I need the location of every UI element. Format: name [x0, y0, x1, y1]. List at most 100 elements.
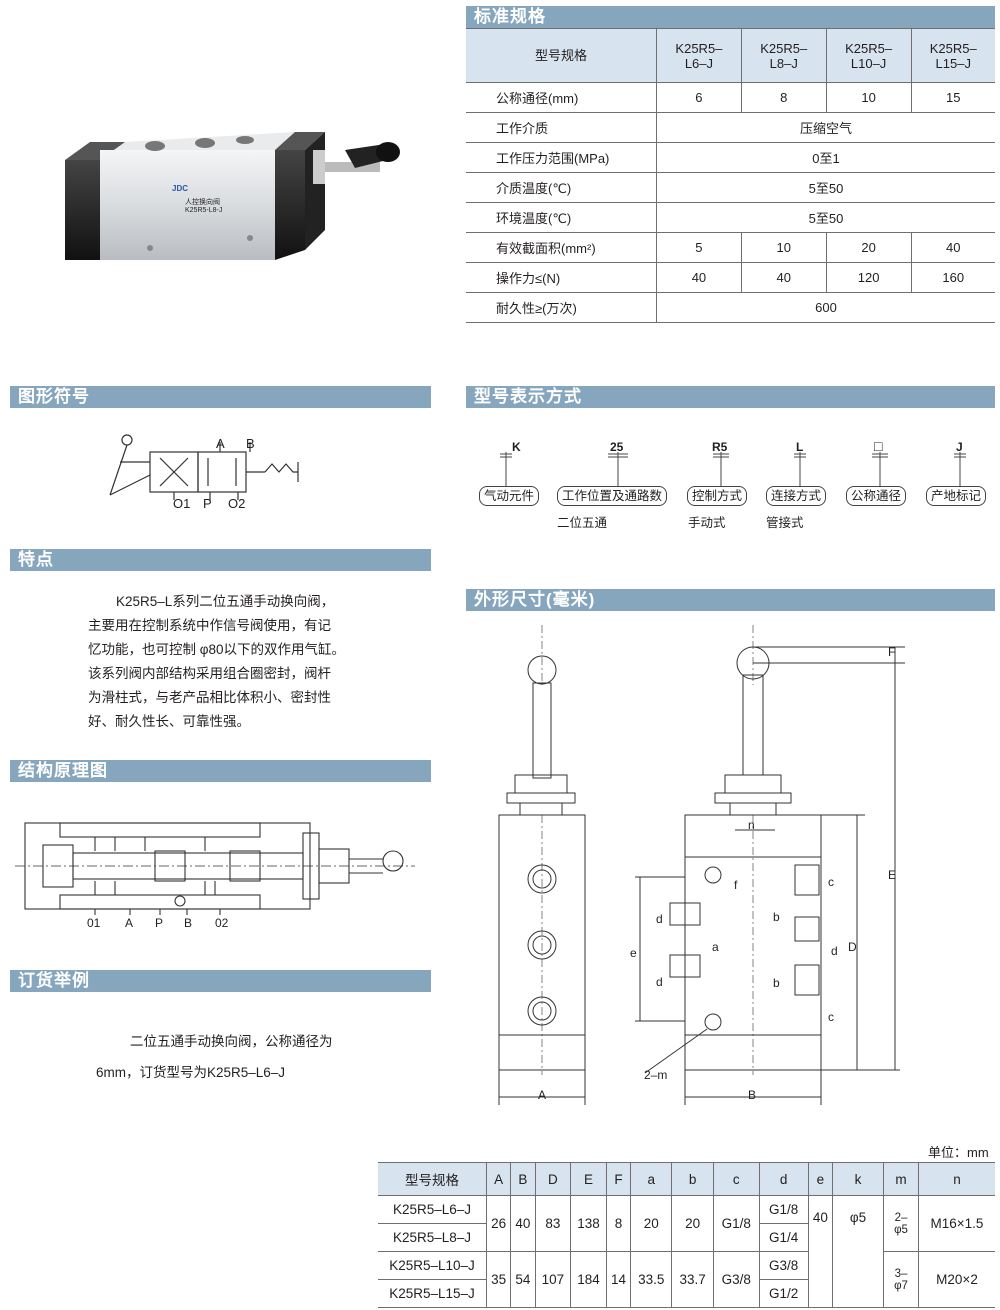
dim-cell: 83	[534, 1195, 572, 1252]
dim-cell: 40	[510, 1195, 536, 1252]
spec-cell: 40	[740, 262, 827, 293]
dim-cell: G3/8	[712, 1251, 760, 1308]
dimension-drawing	[498, 625, 905, 1105]
dim-cell: 184	[570, 1251, 607, 1308]
dim-header-cell: m	[883, 1162, 919, 1196]
model-code-letter: □	[874, 438, 883, 454]
spec-cell: 10	[740, 232, 827, 263]
product-name: 人控换向阀	[185, 199, 220, 206]
features-paragraph: K25R5–L系列二位五通手动换向阀， 主要用在控制系统中作信号阀使用，有记 忆…	[88, 590, 428, 734]
model-code-box: 气动元件	[479, 486, 540, 506]
dim-model-cell: K25R5–L8–J	[378, 1223, 487, 1252]
dim-cell: 2– φ5	[883, 1195, 919, 1252]
model-code-box: 工作位置及通路数	[557, 486, 668, 506]
spec-row-label: 有效截面积(mm²)	[466, 232, 657, 263]
dim-header-cell: 型号规格	[378, 1162, 487, 1196]
structure-label: 01	[87, 916, 101, 930]
dim-header-cell: E	[570, 1162, 607, 1196]
table-row: K25R5–L6–J 26 40 83 138 8 20 20 G1/8 G1/…	[378, 1195, 995, 1308]
dim-header-cell: e	[807, 1162, 834, 1196]
dim-label-d: d	[656, 975, 663, 989]
product-model: K25R5-L8-J	[185, 207, 223, 214]
dim-header-cell: b	[671, 1162, 714, 1196]
dim-cell: φ5	[832, 1195, 884, 1308]
table-row: 公称通径(mm) 6 8 10 15	[466, 82, 995, 113]
spec-row-label: 耐久性≥(万次)	[466, 292, 657, 323]
symbol-label-a: A	[216, 436, 225, 451]
dim-cell: G1/8	[758, 1195, 809, 1224]
structure-label: 02	[215, 916, 229, 930]
dim-cell: M16×1.5	[918, 1195, 995, 1252]
model-code-box: 公称通径	[846, 486, 907, 506]
spec-row-label: 工作压力范围(MPa)	[466, 142, 657, 173]
spec-header-cell: K25R5– L10–J	[825, 28, 912, 83]
dim-label-f-upper: F	[888, 645, 896, 659]
model-code-connectors	[500, 452, 966, 486]
spec-cell: 5至50	[656, 202, 995, 233]
dim-header-cell: k	[832, 1162, 884, 1196]
model-code-letter: J	[956, 440, 963, 454]
model-code-box: 控制方式	[687, 486, 748, 506]
model-code-box: 连接方式	[766, 486, 827, 506]
spec-cell: 0至1	[656, 142, 995, 173]
section-title-ordering: 订货举例	[10, 970, 431, 992]
table-row: K25R5–L10–J 35 54 107 184 14 33.5 33.7 G…	[378, 1251, 995, 1308]
dim-cell: G1/2	[758, 1279, 809, 1308]
dim-header-cell: B	[510, 1162, 536, 1196]
dim-label-d-upper: D	[848, 940, 857, 954]
model-code-letter: 25	[610, 440, 624, 454]
dim-label-m: 2–m	[644, 1068, 668, 1082]
table-row: 有效截面积(mm²) 5 10 20 40	[466, 232, 995, 263]
spec-cell: 6	[656, 82, 742, 113]
dimension-table: 型号规格 A B D E F a b c d e k m n K25R5–L6–…	[378, 1162, 995, 1308]
spec-cell: 15	[910, 82, 995, 113]
dim-label-e-lower: e	[630, 946, 637, 960]
section-title-structure: 结构原理图	[10, 760, 431, 782]
table-row: 耐久性≥(万次) 600	[466, 292, 995, 323]
symbol-label-o1: O1	[173, 496, 191, 511]
dim-label-b-upper: B	[748, 1088, 757, 1102]
spec-cell: 20	[825, 232, 912, 263]
ordering-line-2: 6mm，订货型号为K25R5–L6–J	[96, 1065, 286, 1080]
section-title-features: 特点	[10, 549, 431, 571]
section-title-model-code: 型号表示方式	[466, 386, 995, 408]
dim-label-f: f	[734, 878, 738, 892]
table-row: 介质温度(℃) 5至50	[466, 172, 995, 203]
model-code-letter: K	[512, 440, 521, 454]
spec-table: 型号规格 K25R5– L6–J K25R5– L8–J K25R5– L10–…	[466, 28, 995, 323]
table-row: 操作力≤(N) 40 40 120 160	[466, 262, 995, 293]
dim-label-d: d	[656, 912, 663, 926]
features-line: 主要用在控制系统中作信号阀使用，有记	[88, 618, 331, 633]
valve-symbol-diagram	[109, 434, 299, 500]
dim-header-cell: A	[485, 1162, 512, 1196]
model-code-note: 管接式	[766, 516, 804, 530]
spec-row-label: 工作介质	[466, 112, 657, 143]
model-code-note: 手动式	[688, 516, 726, 530]
table-row: K25R5–L15–J G1/2	[378, 1279, 995, 1308]
spec-row-label: 操作力≤(N)	[466, 262, 657, 293]
dim-model-cell: K25R5–L10–J	[378, 1251, 487, 1280]
spec-header-cell: 型号规格	[466, 28, 657, 83]
spec-cell: 40	[656, 262, 742, 293]
dim-label-b: b	[773, 910, 780, 924]
dim-model-cell: K25R5–L15–J	[378, 1279, 487, 1308]
structure-label: P	[155, 916, 164, 930]
dim-cell: G3/8	[758, 1251, 809, 1280]
dim-header-cell: d	[758, 1162, 809, 1196]
dim-cell: 138	[570, 1195, 607, 1252]
dim-cell: 26	[485, 1195, 512, 1252]
dim-label-c: c	[828, 1010, 834, 1024]
spec-cell: 600	[656, 292, 995, 323]
symbol-label-p: P	[203, 496, 212, 511]
spec-row-label: 环境温度(℃)	[466, 202, 657, 233]
dim-label-e: E	[888, 868, 897, 882]
dim-cell: 54	[510, 1251, 536, 1308]
features-line: 为滑柱式，与老产品相比体积小、密封性	[88, 690, 331, 705]
features-line: 忆功能，也可控制 φ80以下的双作用气缸。	[88, 642, 346, 657]
dim-header-cell: n	[918, 1162, 995, 1196]
dim-cell: 3– φ7	[883, 1251, 919, 1308]
dim-cell: G1/4	[758, 1223, 809, 1252]
dim-header-cell: D	[534, 1162, 572, 1196]
section-title-dimensions: 外形尺寸(毫米)	[466, 589, 995, 611]
dim-header-cell: a	[630, 1162, 673, 1196]
